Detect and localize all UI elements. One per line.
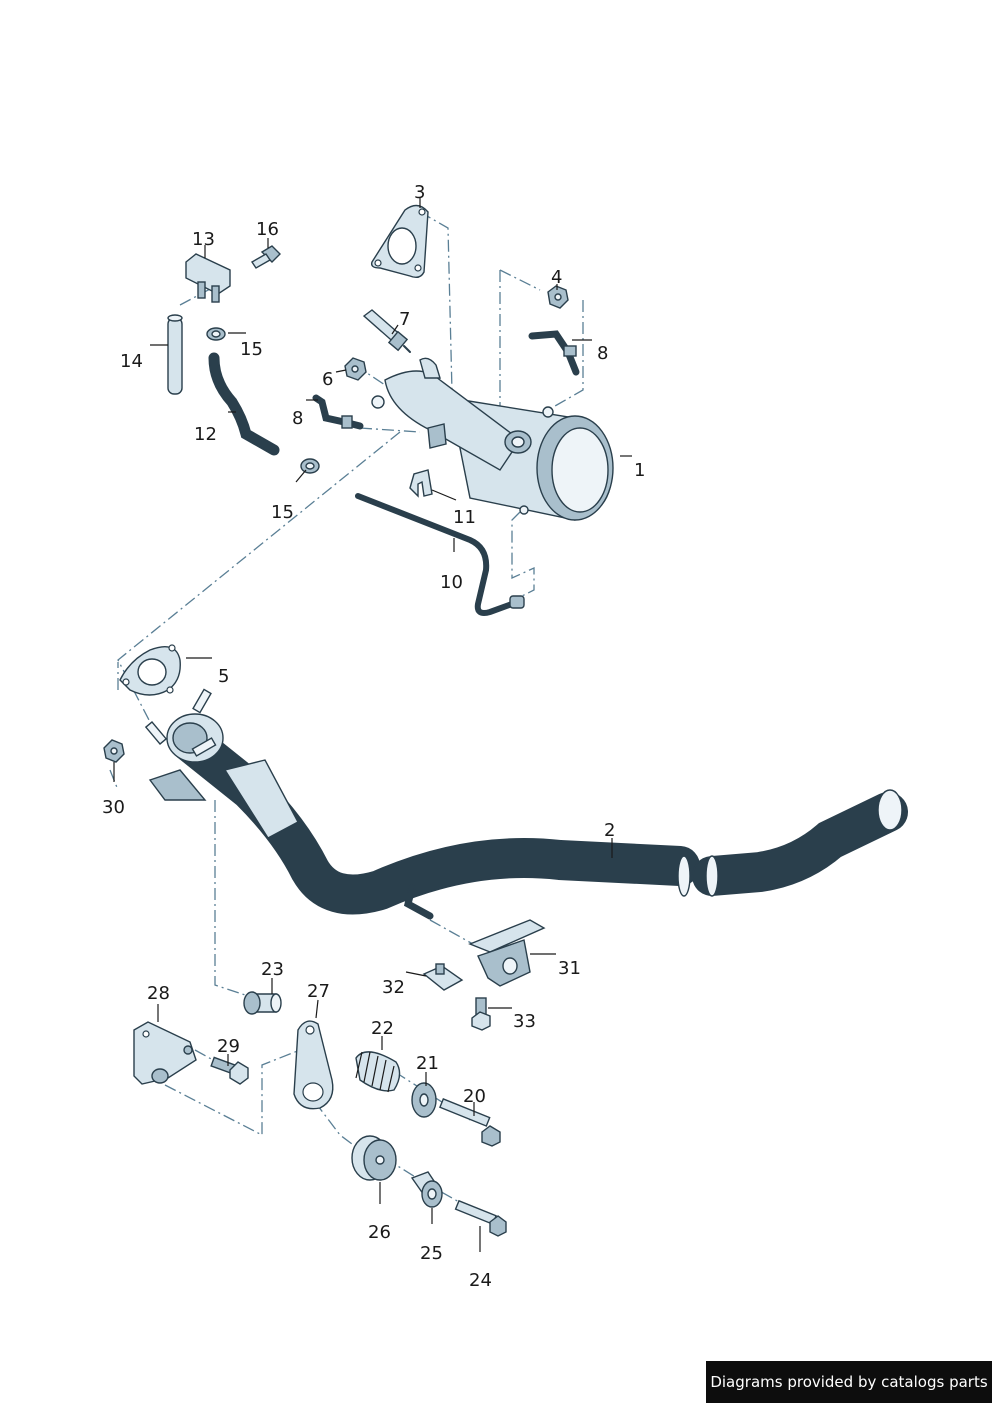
part-2-front-pipe — [144, 688, 908, 920]
part-20-bolt — [439, 1098, 501, 1147]
callout-15-upper: 15 — [240, 339, 263, 360]
callout-12: 12 — [194, 424, 217, 445]
callout-3: 3 — [414, 182, 425, 203]
callout-30: 30 — [102, 797, 125, 818]
callout-24: 24 — [469, 1270, 492, 1291]
callout-25: 25 — [420, 1243, 443, 1264]
credit-banner: Diagrams provided by catalogs parts — [706, 1361, 992, 1403]
callout-16: 16 — [256, 219, 279, 240]
part-8-sensor-left — [312, 394, 364, 430]
part-30-nut — [103, 739, 125, 763]
callout-15-lower: 15 — [271, 502, 294, 523]
part-29-bolt — [210, 1056, 249, 1085]
part-23-sleeve — [243, 991, 282, 1015]
callout-5: 5 — [218, 666, 229, 687]
callout-1: 1 — [634, 460, 645, 481]
callout-33: 33 — [513, 1011, 536, 1032]
part-15-clip-lower — [300, 458, 320, 474]
callout-32: 32 — [382, 977, 405, 998]
callout-29: 29 — [217, 1036, 240, 1057]
callout-31: 31 — [558, 958, 581, 979]
callout-23: 23 — [261, 959, 284, 980]
callout-26: 26 — [368, 1222, 391, 1243]
callout-8-left: 8 — [292, 408, 303, 429]
callout-20: 20 — [463, 1086, 486, 1107]
part-28-bracket — [133, 1021, 197, 1085]
part-1-catalytic-converter — [371, 357, 614, 521]
leader-lines — [113, 198, 632, 1252]
callout-8-right: 8 — [597, 343, 608, 364]
callout-22: 22 — [371, 1018, 394, 1039]
callout-2: 2 — [604, 820, 615, 841]
callout-7: 7 — [399, 309, 410, 330]
part-26-rubber-mount — [351, 1135, 397, 1181]
callout-labels: 1 2 3 4 5 6 7 8 8 10 11 12 13 14 15 15 1… — [102, 182, 645, 1291]
part-25-sleeve — [410, 1171, 443, 1208]
part-13-pressure-sensor — [185, 253, 231, 303]
part-8-sensor-right — [528, 330, 580, 376]
part-32-clip-nut — [422, 963, 464, 991]
part-21-washer — [411, 1082, 437, 1118]
part-15-clip-upper — [206, 327, 226, 341]
part-31-mounting-bracket — [468, 919, 546, 987]
part-5-gasket — [119, 644, 181, 696]
callout-4: 4 — [551, 267, 562, 288]
callout-14: 14 — [120, 351, 143, 372]
part-24-bolt — [454, 1199, 507, 1237]
part-11-clamp — [409, 469, 433, 498]
part-33-bolt — [471, 997, 491, 1031]
callout-6: 6 — [322, 369, 333, 390]
part-27-hanger — [293, 1020, 334, 1110]
part-12-hose — [208, 352, 280, 456]
callout-10: 10 — [440, 572, 463, 593]
part-3-gasket — [370, 204, 429, 279]
part-4-nut — [547, 285, 569, 309]
part-14-hose — [167, 314, 183, 395]
callout-28: 28 — [147, 983, 170, 1004]
part-6-nut — [344, 357, 367, 381]
part-22-rubber-buffer — [355, 1051, 401, 1093]
callout-27: 27 — [307, 981, 330, 1002]
callout-11: 11 — [453, 507, 476, 528]
part-10-pressure-line — [355, 493, 525, 616]
callout-13: 13 — [192, 229, 215, 250]
part-16-screw — [251, 245, 281, 269]
callout-21: 21 — [416, 1053, 439, 1074]
part-7-sensor — [362, 309, 411, 353]
